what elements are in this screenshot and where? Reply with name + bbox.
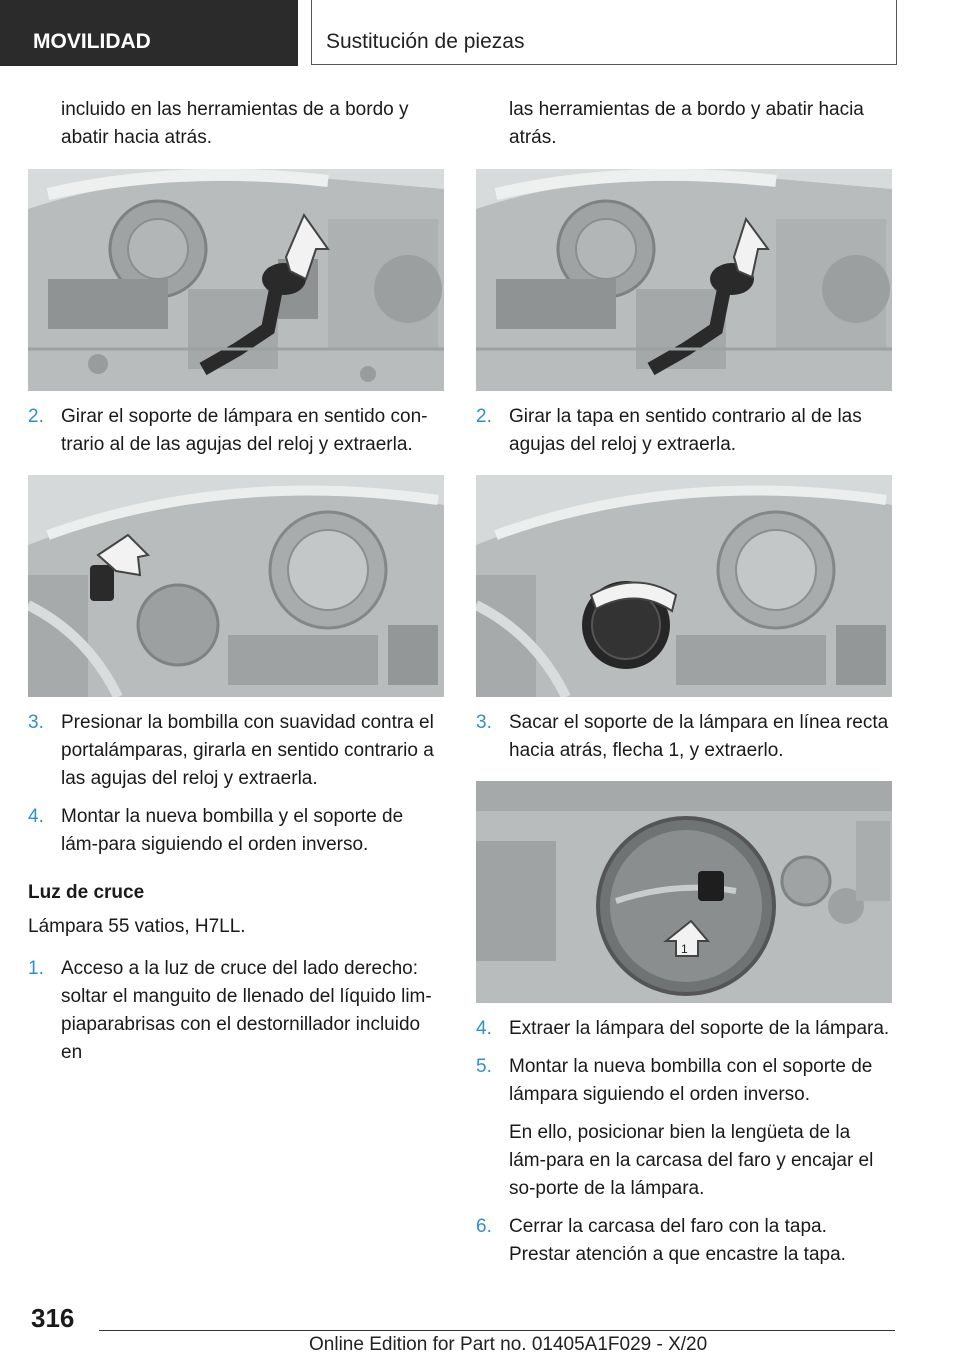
left-step-4: 4. Montar la nueva bombilla y el soporte… <box>28 803 444 859</box>
section-subtitle: Lámpara 55 vatios, H7LL. <box>28 916 246 937</box>
step-number: 2. <box>28 406 44 427</box>
step-5-note: En ello, posicionar bien la lengüeta de … <box>509 1122 874 1199</box>
figure-cover-rotate <box>476 475 892 697</box>
step-number: 4. <box>28 806 44 827</box>
left-step-3: 3. Presionar la bombilla con suavidad co… <box>28 709 444 793</box>
step-text: Acceso a la luz de cruce del lado derech… <box>61 958 432 1063</box>
footer-divider <box>99 1330 895 1331</box>
figure-label: 1 <box>681 942 688 956</box>
step-text: Montar la nueva bombilla y el soporte de… <box>61 806 404 855</box>
section-heading: Luz de cruce <box>28 882 145 903</box>
left-column: incluido en las herramientas de a bordo … <box>28 96 444 1067</box>
step-number: 6. <box>476 1216 492 1237</box>
figure-right-filler-neck <box>476 169 892 391</box>
step-text: Presionar la bombilla con suavidad contr… <box>61 712 434 789</box>
figure-lamp-holder-pull: 1 <box>476 781 892 1003</box>
right-step-3: 3. Sacar el soporte de la lámpara en lín… <box>476 709 892 765</box>
right-column: las herramientas de a bordo y abatir hac… <box>476 96 892 1269</box>
left-intro-text: incluido en las herramientas de a bordo … <box>61 99 409 148</box>
figure-lamp-holder-rotate <box>28 475 444 697</box>
right-step-4: 4. Extraer la lámpara del soporte de la … <box>476 1015 892 1043</box>
step-number: 3. <box>28 712 44 733</box>
step-text: Cerrar la carcasa del faro con la tapa. … <box>509 1216 846 1265</box>
edition-text: Online Edition for Part no. 01405A1F029 … <box>309 1334 708 1355</box>
step-text: Girar el soporte de lámpara en sentido c… <box>61 406 428 455</box>
right-intro-text: las herramientas de a bordo y abatir hac… <box>509 99 864 148</box>
left-step-1: 1. Acceso a la luz de cruce del lado der… <box>28 955 444 1067</box>
right-step-6: 6. Cerrar la carcasa del faro con la tap… <box>476 1213 892 1269</box>
step-number: 3. <box>476 712 492 733</box>
page-number: 316 <box>31 1303 75 1333</box>
right-step-5: 5. Montar la nueva bombilla con el sopor… <box>476 1053 892 1109</box>
figure-headlight-filler-neck <box>28 169 444 391</box>
step-number: 2. <box>476 406 492 427</box>
step-text: Sacar el soporte de la lámpara en línea … <box>509 712 889 761</box>
step-number: 5. <box>476 1056 492 1077</box>
step-text: Extraer la lámpara del soporte de la lám… <box>509 1018 890 1039</box>
page-header: MOVILIDAD Sustitución de piezas <box>0 0 960 66</box>
step-text: Girar la tapa en sentido contrario al de… <box>509 406 862 455</box>
topic-tab: Sustitución de piezas <box>311 0 897 65</box>
step-text: Montar la nueva bombilla con el soporte … <box>509 1056 873 1105</box>
step-number: 4. <box>476 1018 492 1039</box>
step-number: 1. <box>28 958 44 979</box>
section-tab: MOVILIDAD <box>0 0 298 66</box>
right-step-2: 2. Girar la tapa en sentido contrario al… <box>476 403 892 459</box>
left-step-2: 2. Girar el soporte de lámpara en sentid… <box>28 403 444 459</box>
